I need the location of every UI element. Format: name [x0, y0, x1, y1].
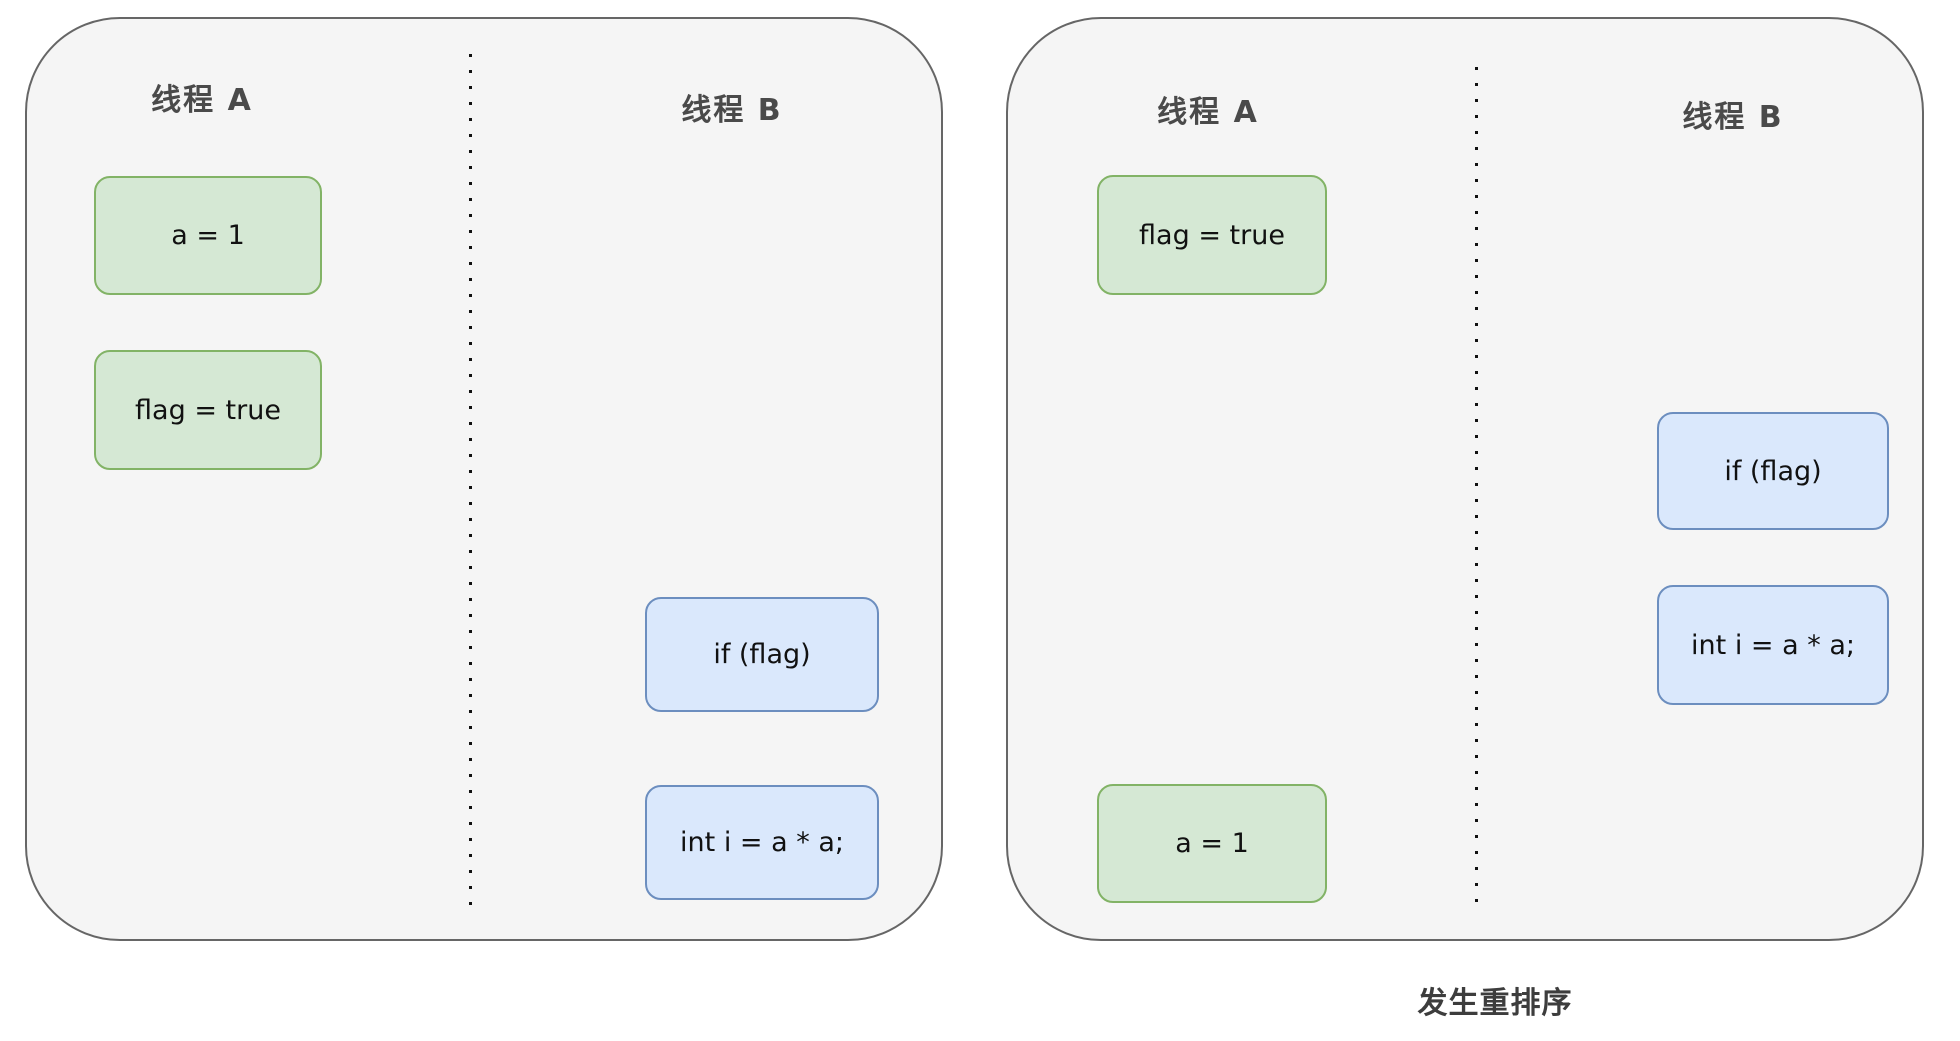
thread-b-label: 线程 B	[1682, 100, 1784, 135]
code-box-label: if (flag)	[1724, 455, 1822, 487]
code-box-label: int i = a * a;	[680, 827, 844, 858]
code-box-label: a = 1	[171, 220, 245, 251]
code-box-flag-true: flag = true	[94, 350, 322, 470]
panel-before-reorder: 线程 A 线程 B a = 1 flag = true if (flag) in…	[25, 17, 943, 941]
code-box-if-flag: if (flag)	[645, 597, 879, 712]
code-box-int-i: int i = a * a;	[645, 785, 879, 900]
reorder-caption: 发生重排序	[1417, 986, 1573, 1021]
code-box-a-assign: a = 1	[94, 176, 322, 295]
panel-after-reorder: 线程 A 线程 B flag = true if (flag) int i = …	[1006, 17, 1924, 941]
thread-a-label: 线程 A	[1157, 95, 1259, 130]
code-box-int-i: int i = a * a;	[1657, 585, 1889, 705]
code-box-label: flag = true	[135, 394, 281, 426]
thread-divider-dotted-line	[1475, 67, 1478, 912]
code-box-a-assign: a = 1	[1097, 784, 1327, 903]
thread-divider-dotted-line	[469, 54, 472, 912]
thread-a-label: 线程 A	[151, 83, 253, 118]
code-box-label: a = 1	[1175, 828, 1249, 859]
code-box-flag-true: flag = true	[1097, 175, 1327, 295]
thread-b-label: 线程 B	[681, 93, 783, 128]
code-box-label: if (flag)	[713, 639, 811, 670]
code-box-if-flag: if (flag)	[1657, 412, 1889, 530]
code-box-label: int i = a * a;	[1691, 629, 1855, 661]
code-box-label: flag = true	[1139, 219, 1285, 251]
